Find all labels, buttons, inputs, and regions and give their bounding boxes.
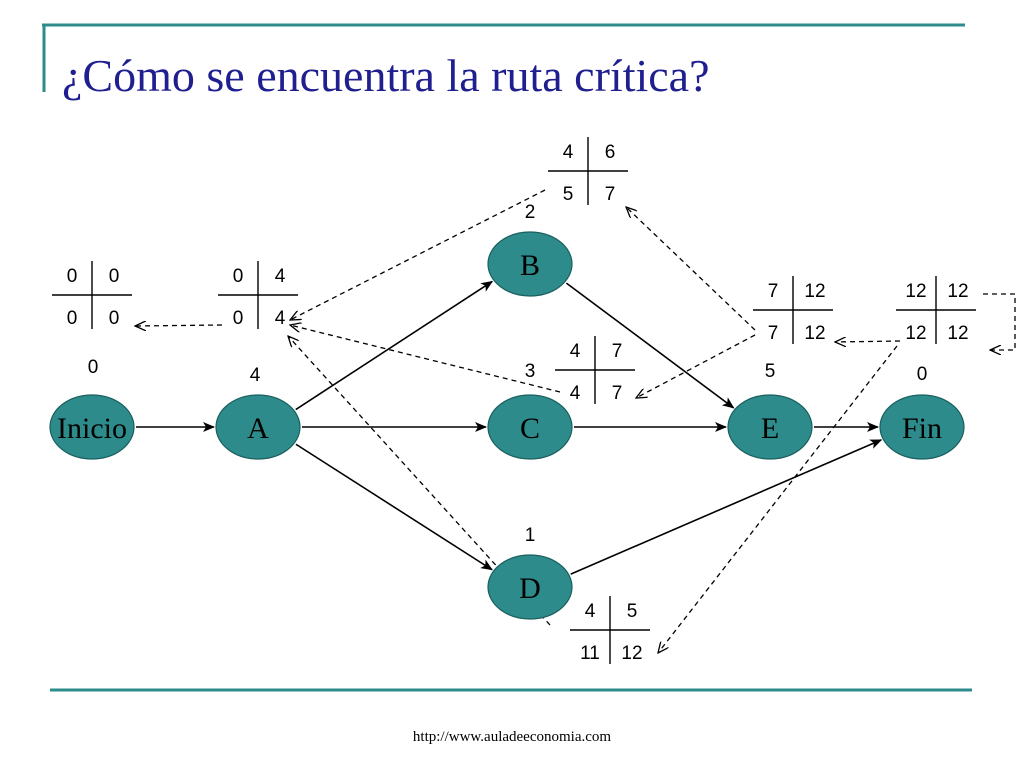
node-inicio: Inicio 0 xyxy=(49,357,135,460)
time-ef: 12 xyxy=(804,281,825,302)
backward-arrow-a-inicio xyxy=(135,325,223,326)
node-c: C3 xyxy=(487,361,573,460)
time-ls: 11 xyxy=(580,643,600,664)
arrow-a-b xyxy=(295,280,494,411)
time-lf: 12 xyxy=(947,323,968,344)
time-ls: 7 xyxy=(768,323,779,344)
node-d: D1 xyxy=(487,525,573,620)
time-es: 0 xyxy=(67,266,78,287)
node-shape xyxy=(879,394,965,460)
node-label: A xyxy=(247,412,269,445)
node-duration: 0 xyxy=(88,357,99,378)
time-lf: 4 xyxy=(275,308,286,329)
time-ef: 6 xyxy=(605,142,616,163)
time-es: 7 xyxy=(768,281,779,302)
time-table-c: 4 7 4 7 xyxy=(555,336,635,404)
time-ef: 12 xyxy=(947,281,968,302)
time-ls: 0 xyxy=(233,308,244,329)
node-shape xyxy=(49,394,135,460)
node-duration: 3 xyxy=(525,361,536,382)
time-es: 0 xyxy=(233,266,244,287)
time-es: 4 xyxy=(563,142,574,163)
node-label: B xyxy=(520,249,540,282)
node-label: Inicio xyxy=(57,412,127,445)
arrow-b-e xyxy=(565,282,735,409)
time-table-fin: 12 12 12 12 xyxy=(896,276,976,344)
time-table-d: 4 5 11 12 xyxy=(570,596,650,664)
backward-arrow-e-b xyxy=(626,207,756,331)
node-b: B2 xyxy=(487,202,573,297)
time-ef: 5 xyxy=(627,601,638,622)
backward-pass-arrows xyxy=(135,189,1016,653)
backward-arrow-fin-e xyxy=(835,341,901,342)
time-ef: 7 xyxy=(612,341,623,362)
time-ls: 4 xyxy=(570,383,581,404)
time-table-inicio: 0 0 0 0 xyxy=(52,261,132,329)
node-shape xyxy=(487,231,573,297)
arrow-a-d xyxy=(295,443,493,571)
time-lf: 7 xyxy=(605,184,616,205)
node-fin: Fin 0 xyxy=(879,364,965,460)
backward-arrow-fin-d xyxy=(658,345,898,653)
activity-arrows xyxy=(136,280,883,575)
node-duration: 5 xyxy=(765,361,776,382)
footer-url: http://www.auladeeconomia.com xyxy=(413,729,611,745)
node-duration: 1 xyxy=(525,525,536,546)
time-ef: 0 xyxy=(109,266,120,287)
time-lf: 0 xyxy=(109,308,120,329)
time-ls: 5 xyxy=(563,184,574,205)
node-label: D xyxy=(519,572,541,605)
time-ls: 0 xyxy=(67,308,78,329)
time-lf: 7 xyxy=(612,383,623,404)
time-es: 4 xyxy=(570,341,581,362)
backward-arrow-c-a xyxy=(290,325,561,393)
page-title: ¿Cómo se encuentra la ruta crítica? xyxy=(62,50,710,101)
node-shape xyxy=(487,554,573,620)
node-a: A4 xyxy=(215,365,301,460)
time-table-a: 0 4 0 4 xyxy=(218,261,298,329)
time-table-b: 4 6 5 7 xyxy=(548,137,628,205)
time-es: 12 xyxy=(905,281,926,302)
time-lf: 12 xyxy=(621,643,642,664)
time-lf: 12 xyxy=(804,323,825,344)
arrow-d-fin xyxy=(570,439,883,575)
node-duration: 4 xyxy=(250,365,261,386)
node-duration: 2 xyxy=(525,202,536,223)
node-shape xyxy=(727,394,813,460)
time-ef: 4 xyxy=(275,266,286,287)
time-es: 4 xyxy=(585,601,596,622)
time-table-e: 7 12 7 12 xyxy=(753,276,833,344)
node-label: Fin xyxy=(902,412,942,445)
node-label: C xyxy=(520,412,540,445)
node-e: E5 xyxy=(727,361,813,460)
backward-arrow-e-c xyxy=(636,334,756,398)
backward-arrow-b-a xyxy=(290,189,546,320)
node-shape xyxy=(487,394,573,460)
time-ls: 12 xyxy=(905,323,926,344)
node-label: E xyxy=(761,412,779,445)
node-duration: 0 xyxy=(917,364,928,385)
backward-arrow-fin-fin xyxy=(983,293,1016,350)
node-shape xyxy=(215,394,301,460)
